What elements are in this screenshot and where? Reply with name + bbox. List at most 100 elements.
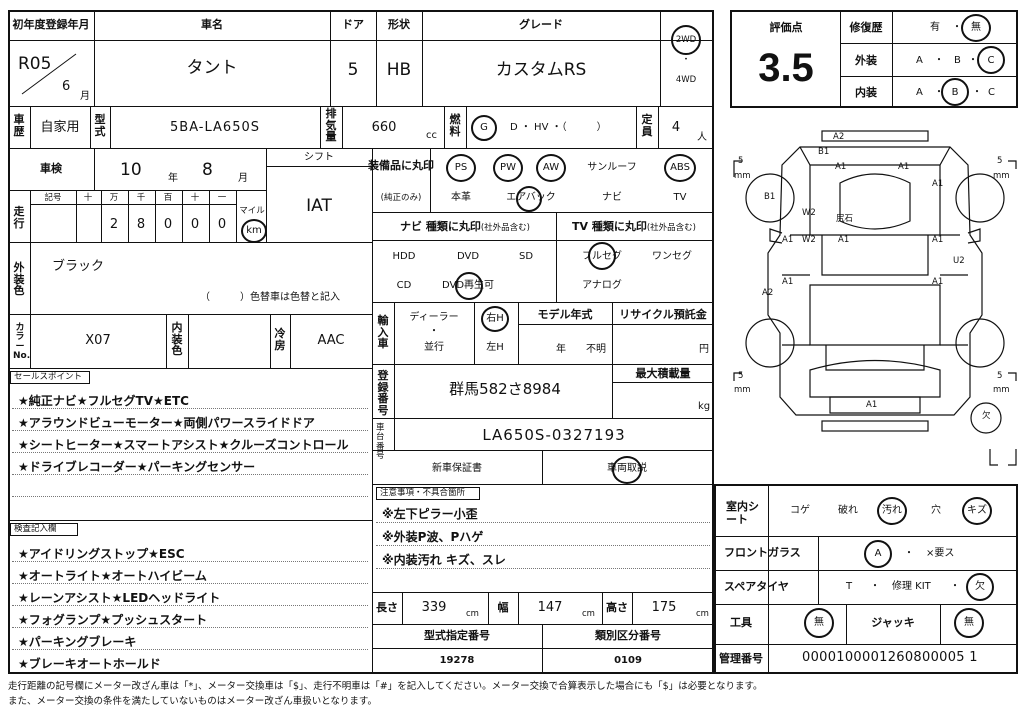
checklist-line: ★アイドリングストップ★ESC: [18, 547, 185, 561]
equip-pw: PW: [500, 162, 516, 173]
history-value: 自家用: [40, 120, 80, 135]
chassis-number: LA650S-0327193: [482, 426, 626, 444]
checklist-line: ★オートライト★オートハイビーム: [18, 569, 207, 583]
equipment-label: 装備品に丸印: [368, 159, 434, 172]
odo-digit: 0: [190, 217, 200, 232]
dvd-play-circle: [455, 272, 483, 300]
manage-no-value: 0000100001260800005 1: [802, 650, 978, 665]
bracket-mm: mm: [734, 171, 751, 181]
fuel-label: 燃料: [449, 113, 461, 138]
drive-dot: ・: [681, 55, 691, 65]
odo-header-mark: 記号: [44, 193, 62, 203]
interior-grade-label: 内装: [855, 86, 877, 99]
jack-label: ジャッキ: [871, 616, 915, 629]
tools-circle: [804, 608, 834, 638]
model-year-label: モデル年式: [537, 308, 593, 321]
notes-label: 注意事項・不具合箇所: [380, 488, 466, 498]
odo-digit: 8: [136, 217, 146, 232]
equip-tv: TV: [673, 192, 687, 203]
ext-grade-a: A: [916, 55, 923, 66]
jack-circle: [954, 608, 984, 638]
ext-grade-c: C: [987, 55, 995, 66]
bracket-mm: mm: [734, 385, 751, 395]
max-load-label: 最大積載量: [635, 367, 691, 380]
grade-value: カスタムRS: [495, 60, 587, 80]
import-parallel: 並行: [424, 342, 444, 353]
checklist-line: ★フォグランプ★プッシュスタート: [18, 613, 208, 627]
drive-2wd: 2WD: [675, 35, 697, 45]
equipment-sub-label: (純正のみ): [380, 193, 422, 203]
month-unit: 月: [80, 91, 90, 102]
import-dot: ・: [429, 326, 439, 337]
class-no-value: 0109: [614, 655, 642, 666]
max-load-kg: kg: [698, 401, 711, 412]
doors-value: 5: [347, 60, 359, 80]
grade-label: グレード: [519, 18, 563, 31]
damage-label: A1: [866, 400, 878, 410]
damage-label: A1: [835, 162, 847, 172]
height-label: 高さ: [606, 601, 628, 614]
int-grade-b-circle: [941, 78, 969, 106]
odo-digit: 2: [109, 217, 119, 232]
model-value: 5BA-LA650S: [170, 120, 260, 135]
seat-dirt: 汚れ: [882, 505, 902, 516]
damage-label: A1: [838, 235, 850, 245]
manual-circle: [612, 456, 642, 484]
spare-dot: ・: [950, 581, 960, 592]
navi-dvd-play: DVD再生可: [441, 280, 495, 291]
rating-score: 3.5: [758, 46, 814, 90]
tv-fullseg: フルセグ: [582, 251, 622, 262]
main-sheet-frame: [8, 10, 714, 674]
bracket-five: 5: [997, 156, 1003, 166]
windshield-label: フロントガラス: [724, 546, 801, 559]
manual-label: 車両取説: [607, 463, 647, 474]
spare-kit: 修理 KIT: [892, 581, 931, 592]
ac-value: AAC: [317, 333, 345, 348]
tools-value: 無: [814, 617, 824, 628]
seat-label: 室内シート: [726, 500, 759, 527]
inspection-label: 車検: [40, 162, 62, 175]
bracket-five: 5: [738, 371, 744, 381]
color-no-label: カラーNo.: [13, 323, 31, 362]
doors-label: ドア: [342, 18, 364, 31]
rating-frame: [730, 10, 1018, 108]
ac-label: 冷房: [274, 327, 286, 352]
navi-dvd: DVD: [456, 251, 480, 262]
navi-cd: CD: [396, 280, 412, 291]
notes-line: ※外装P波、Pハゲ: [382, 530, 484, 544]
equip-navi: ナビ: [602, 192, 622, 203]
sales-line: ★アラウンドビューモーター★両側パワースライドドア: [18, 416, 315, 430]
damage-label: A1: [782, 277, 794, 287]
mile-label: マイル: [239, 206, 265, 216]
class-no-label: 類別区分番号: [595, 629, 661, 642]
equip-leather: 本革: [451, 192, 471, 203]
drive-2wd-circle: [671, 25, 701, 55]
height-unit: cm: [696, 609, 709, 619]
odo-header-man: 万: [109, 193, 119, 203]
length-unit: cm: [466, 609, 479, 619]
aw-circle: [536, 154, 566, 182]
navi-hdd: HDD: [392, 251, 416, 262]
spare-missing-value: 欠: [975, 581, 985, 592]
ext-grade-c-circle: [977, 46, 1005, 74]
first-reg-month: 6: [62, 79, 71, 94]
notes-line: ※左下ピラー小歪: [382, 507, 478, 521]
seat-tear: 破れ: [838, 505, 858, 516]
capacity-label: 定員: [641, 113, 653, 138]
bracket-mm: mm: [993, 385, 1010, 395]
fuel-g: G: [480, 122, 488, 133]
damage-label: B1: [764, 192, 776, 202]
equip-aw: AW: [542, 162, 560, 173]
notes-line: ※内装汚れ キズ、スレ: [382, 553, 506, 567]
odo-header-hyaku: 百: [163, 193, 173, 203]
bracket-five: 5: [997, 371, 1003, 381]
spare-dot: ・: [870, 581, 880, 592]
equip-sunroof: サンルーフ: [587, 162, 637, 173]
registration-number: 群馬582さ8984: [449, 380, 561, 398]
glass-a-circle: [864, 540, 892, 568]
import-left: 左H: [486, 342, 504, 353]
odo-digit: 0: [163, 217, 173, 232]
tv-analog: アナログ: [582, 280, 622, 291]
damage-label: A1: [932, 235, 944, 245]
exterior-color: ブラック: [52, 259, 105, 274]
